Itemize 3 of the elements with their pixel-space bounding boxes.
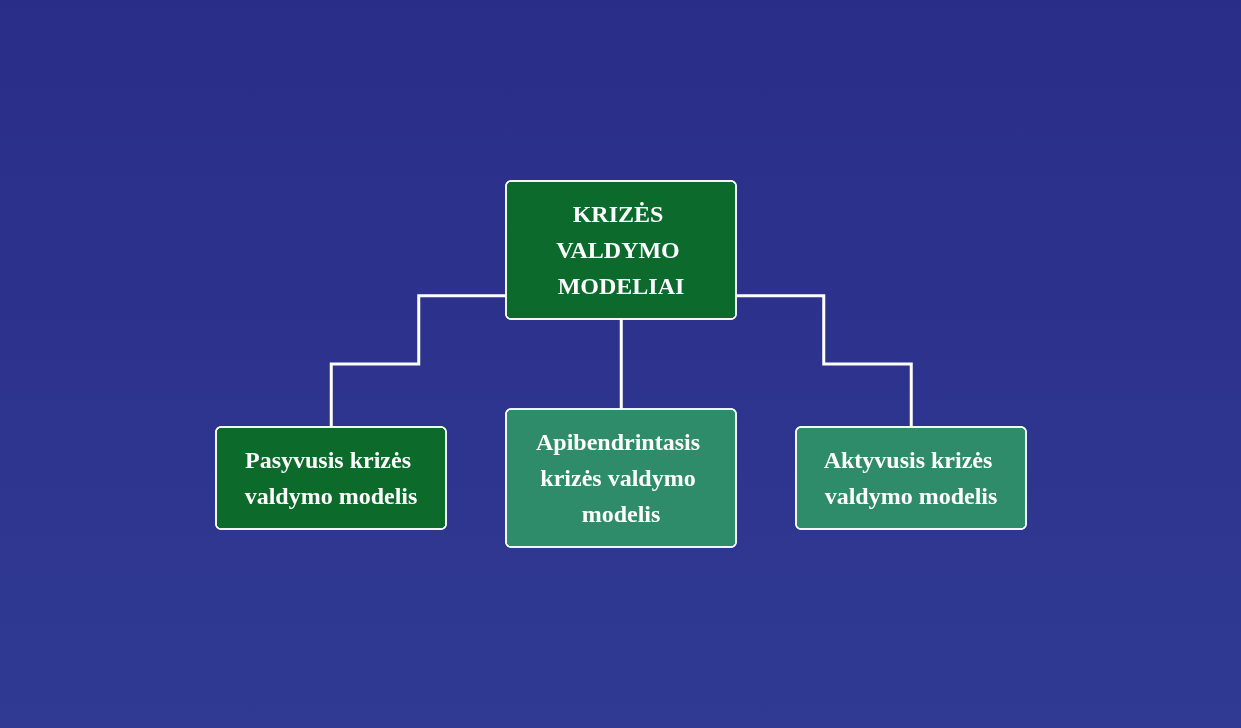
connector: [329, 294, 506, 429]
connector: [736, 294, 913, 429]
connector: [619, 318, 623, 411]
